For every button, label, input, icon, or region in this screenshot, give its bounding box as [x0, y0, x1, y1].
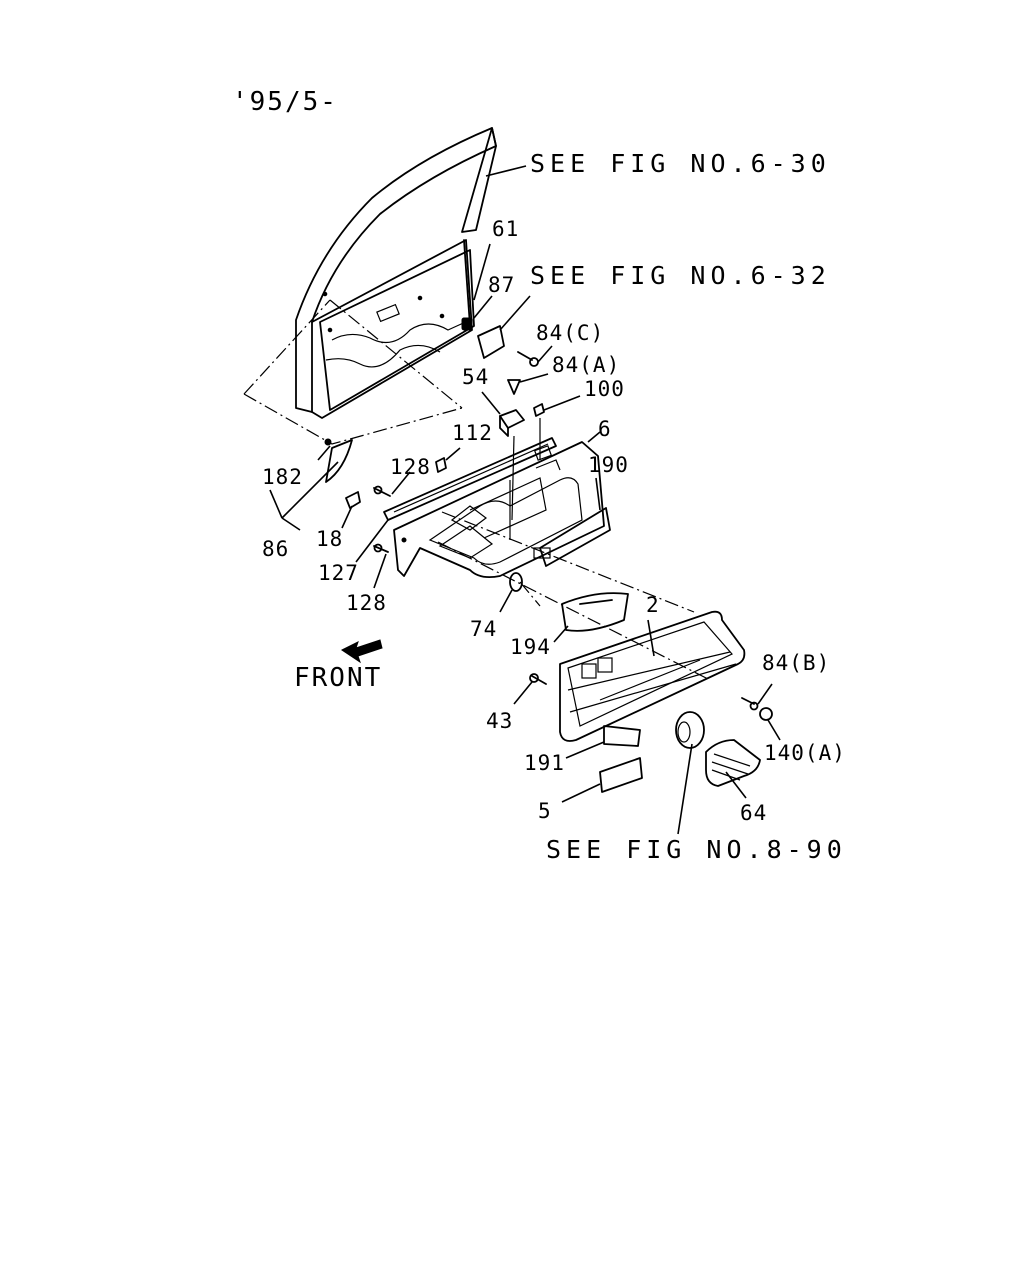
callout-84a: 84(A) — [552, 353, 620, 377]
callout-61: 61 — [492, 217, 519, 241]
door-frame — [295, 127, 497, 419]
see-fig-8-90: SEE FIG NO.8-90 — [546, 835, 847, 864]
door-trim-panel — [393, 441, 605, 579]
callout-84b: 84(B) — [762, 651, 830, 675]
callout-87: 87 — [488, 273, 515, 297]
callout-112: 112 — [452, 421, 493, 445]
callout-194: 194 — [510, 635, 551, 659]
callout-191: 191 — [524, 751, 565, 775]
front-arrow-icon — [341, 639, 383, 664]
callout-74: 74 — [470, 617, 497, 641]
callout-64: 64 — [740, 801, 767, 825]
callout-128-lower: 128 — [346, 591, 387, 615]
callout-2: 2 — [646, 593, 660, 617]
see-fig-6-32: SEE FIG NO.6-32 — [530, 261, 831, 290]
callout-54: 54 — [462, 365, 489, 389]
front-label: FRONT — [294, 663, 382, 693]
see-fig-6-30: SEE FIG NO.6-30 — [530, 149, 831, 178]
callout-86: 86 — [262, 537, 289, 561]
callout-43: 43 — [486, 709, 513, 733]
lower-trim-panel — [559, 610, 746, 742]
callout-182: 182 — [262, 465, 303, 489]
callout-190: 190 — [588, 453, 629, 477]
callout-6: 6 — [598, 417, 612, 441]
callout-5: 5 — [538, 799, 552, 823]
callout-140a: 140(A) — [764, 741, 846, 765]
callout-128-upper: 128 — [390, 455, 431, 479]
callout-18: 18 — [316, 527, 343, 551]
callout-100: 100 — [584, 377, 625, 401]
callout-84c: 84(C) — [536, 321, 604, 345]
callout-127: 127 — [318, 561, 359, 585]
date-code: '95/5- — [232, 87, 338, 117]
